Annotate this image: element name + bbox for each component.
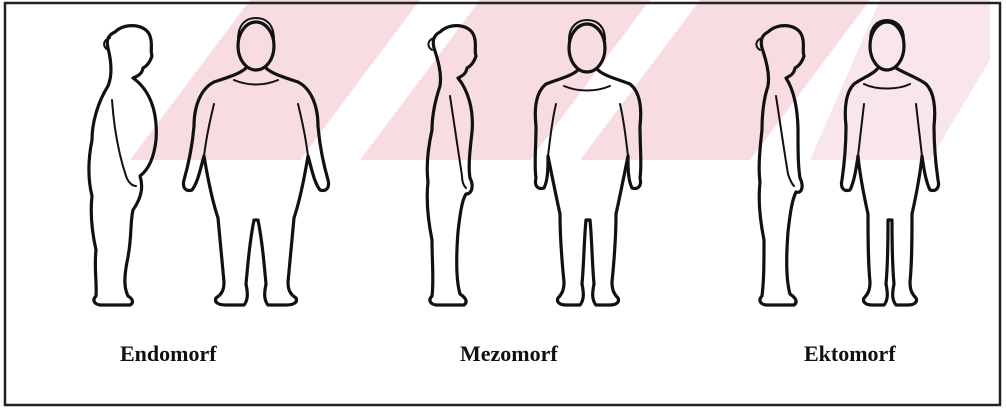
label-mezomorf: Mezomorf xyxy=(460,341,558,367)
label-endomorf: Endomorf xyxy=(120,341,217,367)
endomorf-side-figure xyxy=(89,26,156,305)
label-ektomorf: Ektomorf xyxy=(804,341,896,367)
